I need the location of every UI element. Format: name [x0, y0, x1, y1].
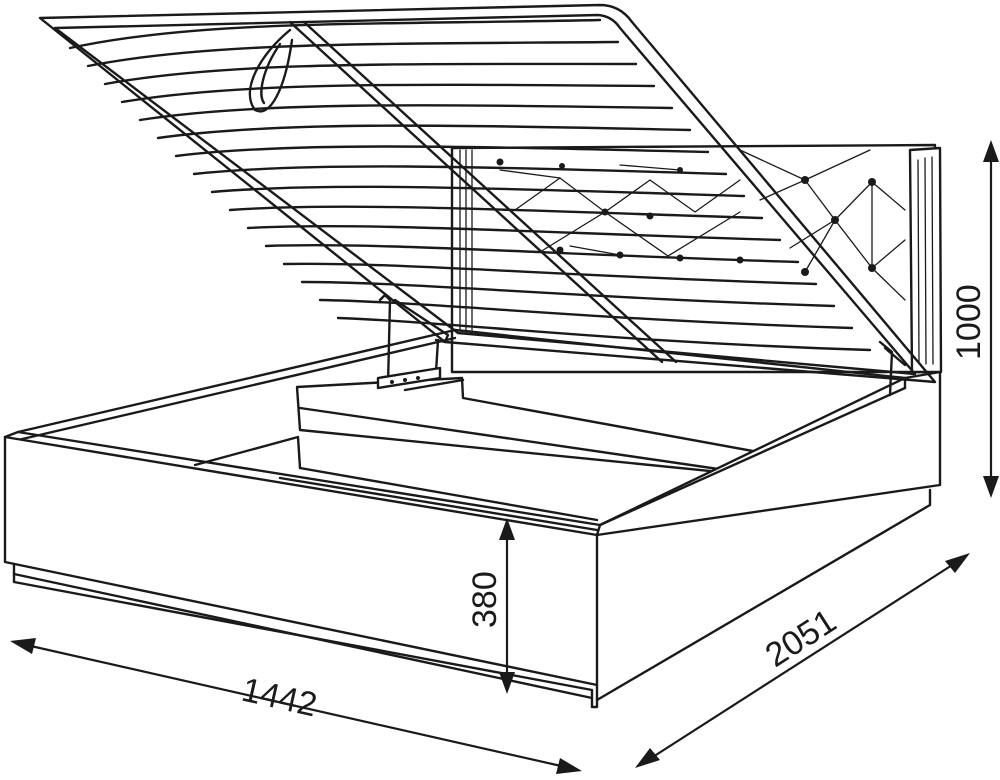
- height-dimension: 380: [466, 518, 515, 694]
- width-dimension-label: 1442: [238, 671, 320, 725]
- lift-up-slatted-base: [38, 3, 937, 384]
- headboard-height-dimension: 1000: [950, 140, 999, 498]
- gas-lift-mechanism: [376, 293, 907, 397]
- headboard-height-dimension-label: 1000: [950, 284, 988, 360]
- height-dimension-label: 380: [466, 571, 504, 628]
- length-dimension: 2051: [635, 553, 970, 768]
- length-dimension-label: 2051: [759, 602, 843, 675]
- storage-box-interior: [16, 328, 907, 532]
- bed-frame: [3, 370, 942, 709]
